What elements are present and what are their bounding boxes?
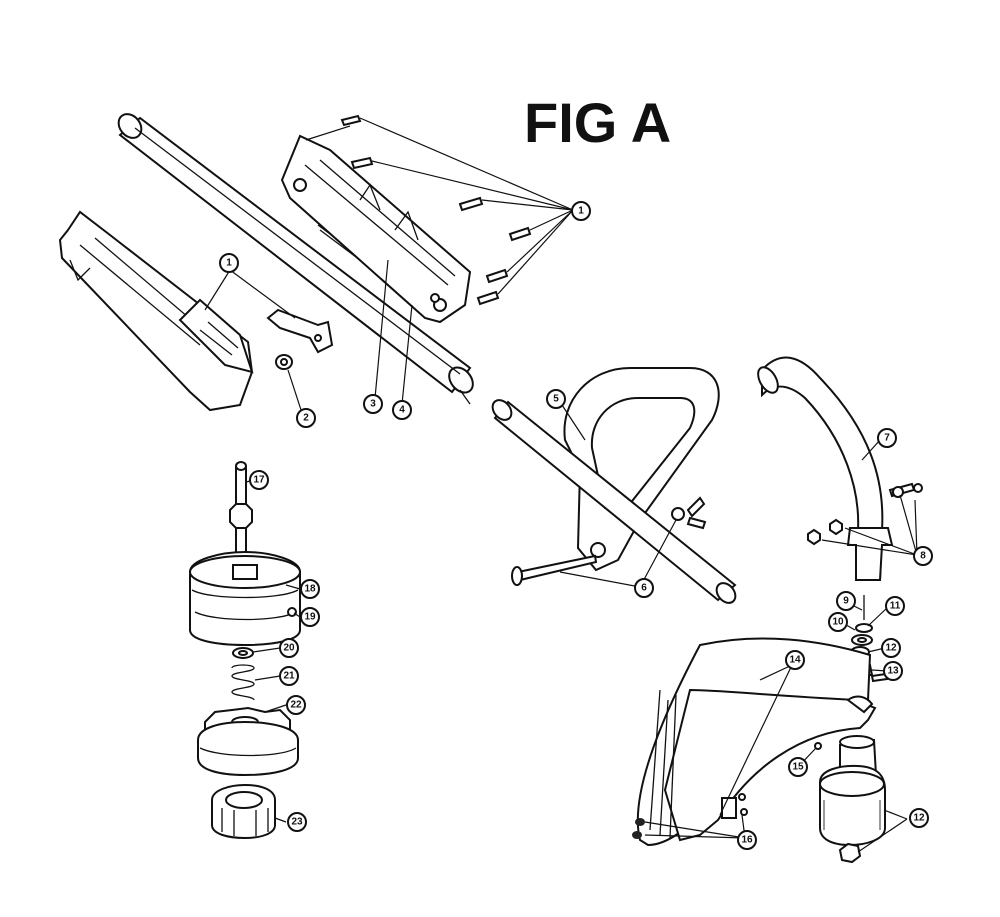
callout-5-label: 5 [553, 394, 559, 405]
callout-18: 18 [300, 579, 320, 599]
callout-22: 22 [286, 695, 306, 715]
arbor-bolt [229, 461, 253, 559]
callout-7: 7 [877, 428, 897, 448]
callout-2-label: 2 [303, 413, 309, 424]
callout-9-label: 9 [843, 596, 849, 607]
callout-19-label: 19 [304, 612, 316, 623]
spool-housing [189, 550, 301, 647]
callout-7-label: 7 [884, 433, 890, 444]
callout-11: 11 [885, 596, 905, 616]
callout-8: 8 [913, 546, 933, 566]
callout-3: 3 [363, 394, 383, 414]
leaders-part-12-lower [857, 809, 908, 853]
callout-15-label: 15 [792, 762, 804, 773]
callout-3-label: 3 [370, 399, 376, 410]
callout-8-label: 8 [920, 551, 926, 562]
gear-head [819, 735, 886, 864]
throttle-trigger [266, 308, 334, 354]
bushing [275, 354, 293, 370]
callout-5: 5 [546, 389, 566, 409]
spring-21 [231, 664, 255, 701]
callout-15: 15 [788, 757, 808, 777]
callout-6: 6 [634, 578, 654, 598]
washer-20 [232, 647, 254, 659]
callout-13: 13 [883, 661, 903, 681]
rear-grip [58, 210, 254, 412]
callout-6-label: 6 [641, 583, 647, 594]
figure-title: FIG A [524, 91, 671, 154]
callout-13-label: 13 [887, 666, 899, 677]
callout-12a-label: 12 [885, 643, 897, 654]
callout-22-label: 22 [290, 700, 302, 711]
housing-half [280, 134, 472, 324]
wing-nut [671, 496, 707, 530]
loop-handle [563, 367, 720, 572]
callout-1-screws: 1 [571, 201, 591, 221]
callout-4-label: 4 [399, 405, 405, 416]
callout-12-upper: 12 [881, 638, 901, 658]
callout-1b-label: 1 [226, 258, 232, 269]
curved-lower-shaft [757, 356, 894, 581]
callout-18-label: 18 [304, 584, 316, 595]
callout-12-lower: 12 [909, 808, 929, 828]
callout-17-label: 17 [253, 475, 265, 486]
guard-screws [632, 742, 822, 839]
callout-11-label: 11 [890, 601, 901, 612]
callout-4: 4 [392, 400, 412, 420]
leaders-part-1 [204, 117, 574, 414]
callout-12b-label: 12 [913, 813, 925, 824]
callout-19: 19 [300, 607, 320, 627]
callout-16a-label: 16 [741, 835, 753, 846]
callout-1-grip: 1 [219, 253, 239, 273]
leaders-part-5-6 [559, 404, 677, 588]
callout-10: 10 [828, 612, 848, 632]
clamp-hardware [807, 482, 923, 546]
callout-9: 9 [836, 591, 856, 611]
handle-shaft-segment [491, 399, 737, 604]
handle-bolt [511, 554, 598, 586]
leaders-part-7-8 [821, 439, 918, 556]
callout-21: 21 [279, 666, 299, 686]
callout-16-guard: 16 [737, 830, 757, 850]
callout-2: 2 [296, 408, 316, 428]
housing-screws [340, 114, 532, 306]
callout-14: 14 [785, 650, 805, 670]
callout-14-label: 14 [789, 655, 801, 666]
bump-knob-23 [211, 783, 276, 840]
callout-23-label: 23 [291, 817, 303, 828]
callout-20-label: 20 [283, 643, 295, 654]
callout-17: 17 [249, 470, 269, 490]
callout-10-label: 10 [832, 617, 844, 628]
spool-22 [197, 706, 299, 777]
callout-20: 20 [279, 638, 299, 658]
leaders-trimmer-head [245, 480, 301, 823]
callout-23: 23 [287, 812, 307, 832]
callout-1-label: 1 [578, 206, 584, 217]
callout-21-label: 21 [283, 671, 295, 682]
